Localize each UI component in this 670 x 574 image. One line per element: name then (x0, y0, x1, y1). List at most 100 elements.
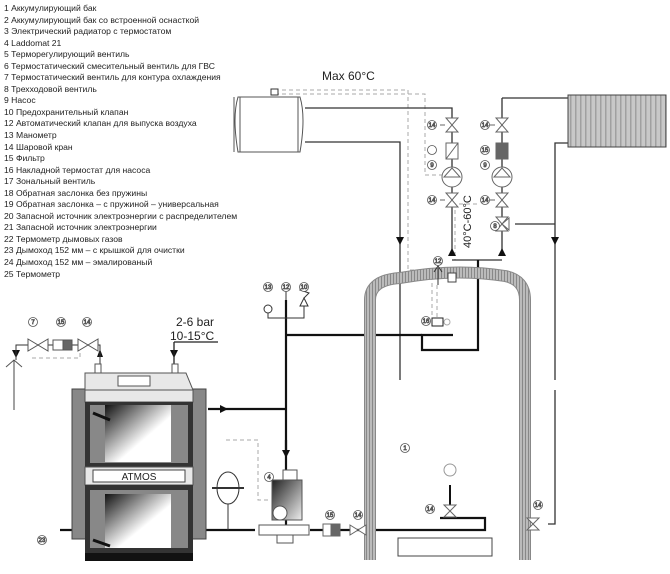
svg-text:14: 14 (427, 507, 434, 513)
return-fittings (322, 523, 367, 537)
manometer-icon (263, 304, 273, 314)
marker: 12 (433, 256, 443, 266)
marker (427, 145, 437, 155)
svg-text:14: 14 (429, 123, 436, 129)
legend-item: 8 Трехходовой вентиль (4, 83, 97, 94)
cooling-loop (5, 338, 101, 410)
svg-text:14: 14 (355, 513, 362, 519)
pressure-label: 2-6 bar (176, 315, 214, 329)
marker: 14 (427, 120, 437, 130)
legend-item: 1 Аккумулирующий бак (4, 3, 97, 13)
svg-text:15: 15 (58, 320, 65, 326)
thermostat-icon (270, 88, 279, 96)
marker: 15 (56, 317, 66, 327)
boiler-brand: ATMOS (122, 472, 157, 483)
svg-text:15: 15 (327, 513, 334, 519)
cold-water-inlet (173, 341, 218, 372)
marker: 8 (490, 221, 500, 231)
max-temp-label: Max 60°C (322, 69, 375, 83)
arrow-down-icon (282, 450, 290, 458)
left-pump-group (440, 117, 463, 208)
pipes (305, 97, 568, 525)
marker: 15 (325, 510, 335, 520)
legend-item: 22 Термометр дымовых газов (4, 233, 123, 244)
arrow-right-icon (220, 405, 228, 413)
svg-text:23: 23 (39, 538, 46, 544)
legend-item: 24 Дымоход 152 мм – эмалированый (4, 257, 153, 268)
svg-text:9: 9 (430, 163, 434, 169)
legend-item: 3 Электрический радиатор с термостатом (4, 26, 172, 37)
svg-text:14: 14 (84, 320, 91, 326)
marker: 1 (400, 443, 410, 453)
inlet-temp-label: 10-15°C (170, 329, 214, 343)
legend-item: 25 Термометр (4, 268, 61, 279)
arrow-down-icon (551, 237, 559, 245)
legend-item: 16 Накладной термостат для насоса (4, 164, 151, 175)
tank-thermostat-icon (431, 317, 444, 327)
svg-text:9: 9 (483, 163, 487, 169)
legend-item: 14 Шаровой кран (4, 141, 73, 152)
arrow-up-icon (448, 248, 456, 256)
marker: 14 (427, 195, 437, 205)
marker: 12 (281, 282, 291, 292)
legend-item: 5 Терморегулирующий вентиль (4, 49, 130, 60)
ball-valve-icon (494, 192, 510, 208)
expansion-tank (212, 471, 244, 530)
safety-valve-icon (299, 296, 309, 307)
svg-text:7: 7 (31, 320, 35, 326)
air-vent-icon (433, 265, 443, 285)
legend-item: 18 Обратная заслонка без пружины (4, 187, 148, 198)
svg-text:8: 8 (493, 224, 497, 230)
filter-icon (495, 142, 509, 160)
marker: 14 (533, 500, 543, 510)
svg-text:14: 14 (535, 503, 542, 509)
boiler: ATMOS (71, 363, 207, 561)
marker: 10 (299, 282, 309, 292)
legend-item: 15 Фильтр (4, 153, 45, 164)
svg-text:14: 14 (482, 198, 489, 204)
marker: 14 (425, 504, 435, 514)
svg-text:15: 15 (482, 148, 489, 154)
svg-text:12: 12 (283, 285, 290, 291)
marker: 14 (480, 120, 490, 130)
marker: 9 (427, 160, 437, 170)
marker: 7 (28, 317, 38, 327)
legend-item: 21 Запасной источник электроэнергии (4, 222, 157, 233)
marker: 13 (263, 282, 273, 292)
svg-text:12: 12 (435, 259, 442, 265)
marker: 9 (480, 160, 490, 170)
storage-tank (364, 266, 541, 560)
marker: 15 (480, 145, 490, 155)
svg-text:10: 10 (301, 285, 308, 291)
svg-text:1: 1 (403, 446, 407, 452)
ball-valve-icon (494, 117, 510, 133)
right-pump-group (490, 117, 513, 232)
accumulator-vessel (233, 88, 304, 153)
arrow-up-icon (498, 248, 506, 256)
legend-item: 12 Автоматический клапан для выпуска воз… (4, 118, 197, 129)
marker: 14 (480, 195, 490, 205)
marker: 16 (421, 316, 431, 326)
ball-valve-icon (444, 117, 460, 133)
legend-item: 10 Предохранительный клапан (4, 106, 129, 117)
legend-item: 7 Термостатический вентиль для контура о… (4, 72, 221, 83)
svg-text:16: 16 (423, 319, 430, 325)
thermometer-icon (443, 463, 457, 477)
component-markers: 14 9 14 14 15 9 14 8 12 16 13 12 10 7 15… (28, 120, 543, 545)
range-temp-label: 40°C-60°C (462, 195, 474, 248)
legend-item: 20 Запасной источник электроэнергии с ра… (4, 210, 238, 221)
legend-item: 17 Зональный вентиль (4, 176, 96, 187)
svg-text:13: 13 (265, 285, 272, 291)
marker: 14 (353, 510, 363, 520)
legend-item: 19 Обратная заслонка – с пружиной – унив… (4, 199, 219, 210)
legend-item: 4 Laddomat 21 (4, 37, 62, 48)
ball-valve-icon (444, 192, 460, 208)
electric-radiator (567, 94, 667, 148)
marker: 4 (264, 472, 274, 482)
legend-item: 2 Аккумулирующий бак со встроенной оснас… (4, 14, 200, 25)
laddomat (258, 469, 310, 544)
legend-item: 6 Термостатический смесительный вентиль … (4, 60, 215, 71)
legend-item: 13 Манометр (4, 130, 57, 141)
